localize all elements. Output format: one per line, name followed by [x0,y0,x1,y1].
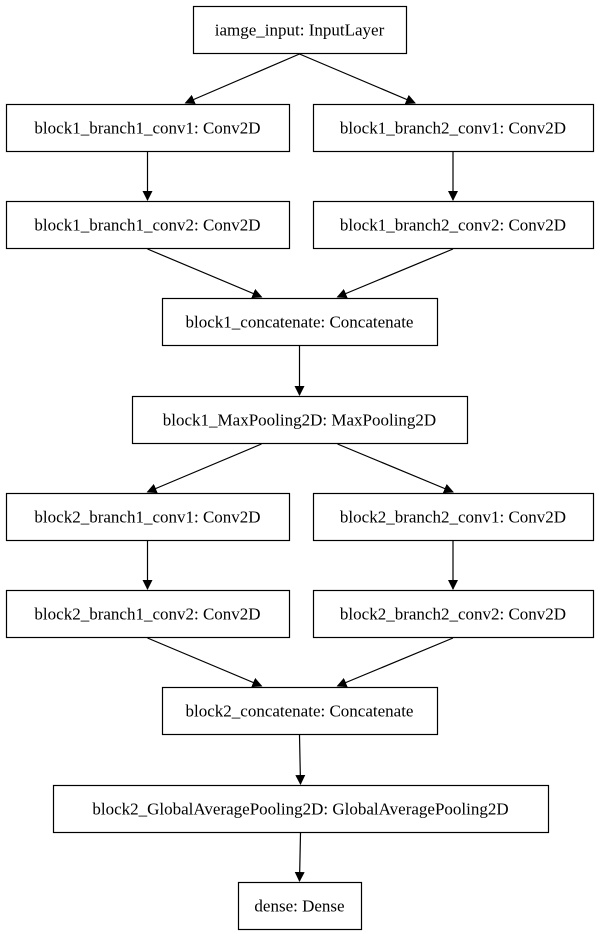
layer-box [312,589,595,639]
layer-box [5,103,291,153]
layer-label: iamge_input: InputLayer [215,21,385,40]
layer-node-b1-pool: block1_MaxPooling2D: MaxPooling2D [131,395,469,445]
layer-label: block1_MaxPooling2D: MaxPooling2D [163,411,436,430]
edge-arrow [147,637,263,688]
layer-node-b1-br1-c2: block1_branch1_conv2: Conv2D [5,200,291,250]
layer-label: block2_branch1_conv1: Conv2D [34,508,260,527]
layer-box [237,881,363,931]
layer-node-b1-concat: block1_concatenate: Concatenate [161,297,439,347]
layer-box [52,784,550,834]
layer-label: dense: Dense [254,897,344,916]
layer-box [5,589,291,639]
edge-arrow [294,832,305,882]
edge-arrow [147,248,263,299]
layer-label: block1_branch2_conv2: Conv2D [340,216,566,235]
layer-box [161,686,439,736]
layer-node-b2-br1-c1: block2_branch1_conv1: Conv2D [5,492,291,542]
layer-label: block1_branch1_conv2: Conv2D [34,216,260,235]
edge-arrow [184,53,300,105]
edges-layer [142,53,458,882]
layer-box [312,492,595,542]
layer-node-dense: dense: Dense [237,881,363,931]
layer-label: block2_branch2_conv2: Conv2D [340,605,566,624]
layer-node-b2-br1-c2: block2_branch1_conv2: Conv2D [5,589,291,639]
layer-label: block1_branch2_conv1: Conv2D [340,119,566,138]
layer-box [5,200,291,250]
layer-node-b1-br2-c2: block1_branch2_conv2: Conv2D [312,200,595,250]
layer-box [192,5,408,55]
layer-node-b1-br2-c1: block1_branch2_conv1: Conv2D [312,103,595,153]
layer-box [312,200,595,250]
edge-arrow [336,637,454,688]
layer-node-b2-gap: block2_GlobalAveragePooling2D: GlobalAve… [52,784,550,834]
layer-node-b2-br2-c1: block2_branch2_conv1: Conv2D [312,492,595,542]
layer-label: block1_concatenate: Concatenate [186,313,414,332]
nodes-layer: iamge_input: InputLayer block1_branch1_co… [5,5,595,931]
edge-arrow [299,53,416,105]
edge-arrow [337,443,454,494]
layer-label: block1_branch1_conv1: Conv2D [34,119,260,138]
layer-box [131,395,469,445]
edge-arrow [146,443,262,494]
layer-label: block2_branch1_conv2: Conv2D [34,605,260,624]
edge-arrow [336,248,454,299]
layer-label: block2_branch2_conv1: Conv2D [340,508,566,527]
layer-node-b2-concat: block2_concatenate: Concatenate [161,686,439,736]
layer-box [5,492,291,542]
layer-node-b1-br1-c1: block1_branch1_conv1: Conv2D [5,103,291,153]
layer-node-b2-br2-c2: block2_branch2_conv2: Conv2D [312,589,595,639]
layer-box [161,297,439,347]
layer-node-image-input: iamge_input: InputLayer [192,5,408,55]
layer-label: block2_concatenate: Concatenate [186,702,414,721]
edge-arrow [295,734,306,785]
layer-box [312,103,595,153]
layer-label: block2_GlobalAveragePooling2D: GlobalAve… [92,800,508,819]
